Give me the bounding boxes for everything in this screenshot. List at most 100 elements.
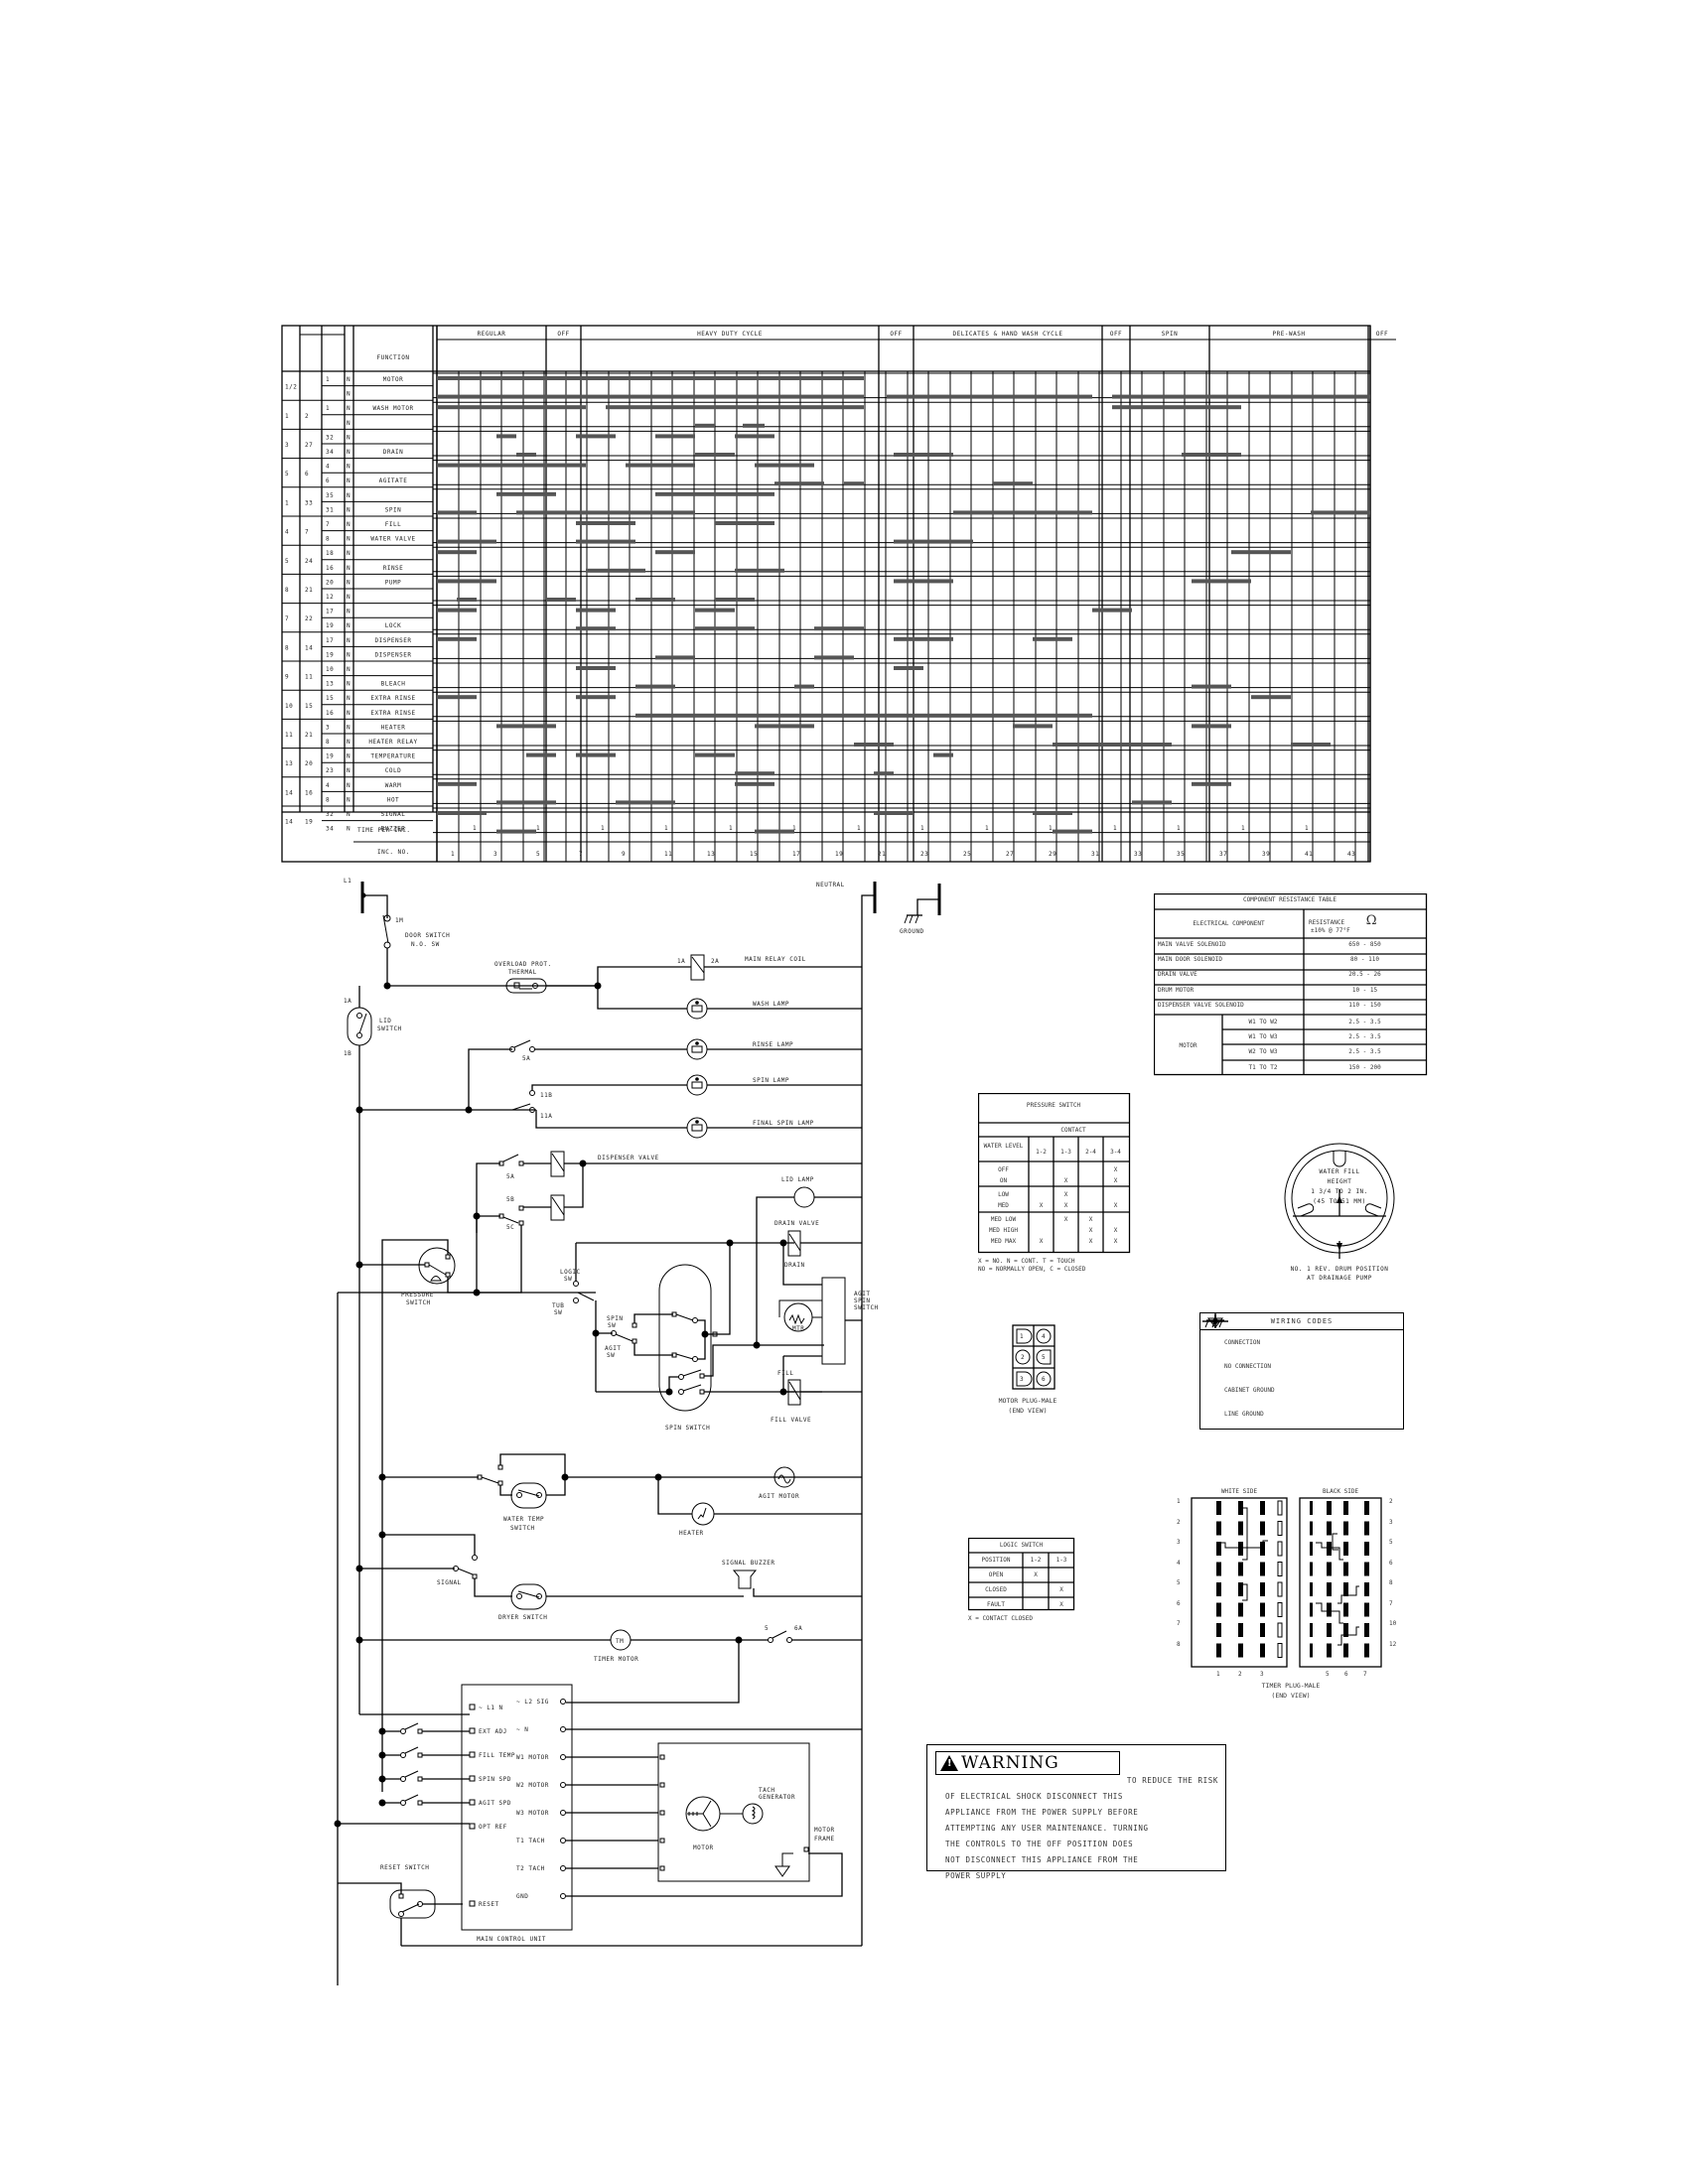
contact-closed-bar xyxy=(755,724,814,729)
switch-number: 5 xyxy=(285,558,289,565)
contact-closed-bar xyxy=(655,550,695,555)
row-function: HOT xyxy=(387,796,399,803)
timer-plug-row-right: 12 xyxy=(1389,1640,1397,1648)
warning-title: WARNING xyxy=(935,1751,1120,1775)
timer-plug-row-right: 3 xyxy=(1389,1518,1393,1526)
timer-plug-row-left: 2 xyxy=(1177,1518,1181,1526)
svg-text:AGIT: AGIT xyxy=(605,1345,621,1352)
terminal-number: 7 xyxy=(305,529,309,536)
contact-closed-bar xyxy=(933,752,953,757)
svg-text:RESET SWITCH: RESET SWITCH xyxy=(380,1864,429,1871)
svg-text:N: N xyxy=(347,391,351,398)
contact-closed-bar xyxy=(774,481,824,486)
row-function: DRAIN xyxy=(383,449,404,456)
contact-closed-bar xyxy=(576,539,635,544)
svg-text:N: N xyxy=(347,420,351,427)
motor-winding-name: W2 TO W3 xyxy=(1248,1048,1278,1056)
svg-text:N: N xyxy=(347,710,351,717)
pressure-row-name: MED LOW xyxy=(990,1216,1017,1223)
pressure-cell: X xyxy=(1063,1177,1068,1184)
row-function: WARM xyxy=(385,782,401,789)
switch-number: 8 xyxy=(285,644,289,651)
svg-text:GND: GND xyxy=(516,1893,528,1900)
inc-number: 29 xyxy=(1049,851,1056,858)
contact-closed-bar xyxy=(1231,550,1291,555)
switch-number: 11 xyxy=(285,732,293,739)
terminal-number: 33 xyxy=(305,499,313,506)
warning-lead: TO REDUCE THE RISK xyxy=(1126,1776,1218,1785)
inc-number: 27 xyxy=(1006,851,1014,858)
contact-closed-bar xyxy=(576,752,616,757)
svg-text:WATER FILL: WATER FILL xyxy=(1319,1168,1359,1175)
svg-text:1A: 1A xyxy=(344,998,352,1005)
contact-closed-bar xyxy=(1192,724,1231,729)
switch-number: 7 xyxy=(285,615,289,622)
svg-text:DRAIN: DRAIN xyxy=(784,1262,805,1269)
timer-plug-row-right: 8 xyxy=(1389,1579,1393,1586)
svg-text:N: N xyxy=(347,826,351,833)
contact-pin: 31 xyxy=(326,506,334,513)
switch-number: 1 xyxy=(285,499,289,506)
contact-closed-bar xyxy=(695,626,755,631)
terminal-number: 15 xyxy=(305,703,313,710)
inc-number: 9 xyxy=(622,851,626,858)
inc-number: 43 xyxy=(1347,851,1355,858)
pressure-row-name: ON xyxy=(999,1177,1008,1184)
svg-text:L1: L1 xyxy=(344,878,352,885)
dispenser-relays: DISPENSER VALVE 5A 5B 5C xyxy=(338,1151,862,1294)
pressure-cell: X xyxy=(1088,1238,1093,1245)
contact-closed-bar xyxy=(735,771,774,776)
component-resistance-table: COMPONENT RESISTANCE TABLE ELECTRICAL CO… xyxy=(1153,892,1428,1082)
contact-closed-bar xyxy=(1132,800,1172,805)
timer-plug-caption: TIMER PLUG-MALE (END VIEW) xyxy=(1196,1681,1385,1701)
contact-pin: 4 xyxy=(326,782,330,789)
svg-text:1: 1 xyxy=(985,825,989,832)
contact-closed-bar xyxy=(626,463,695,468)
svg-text:5: 5 xyxy=(765,1625,769,1632)
ohm-icon: Ω xyxy=(1365,913,1377,928)
pressure-cell: X xyxy=(1039,1202,1044,1209)
row-function: DISPENSER xyxy=(374,637,411,644)
pressure-table-subtitle: CONTACT xyxy=(1060,1127,1086,1134)
row-function: BLEACH xyxy=(381,681,406,688)
svg-text:MTR: MTR xyxy=(792,1325,804,1332)
resistance-table-title: COMPONENT RESISTANCE TABLE xyxy=(1243,896,1336,903)
pressure-cell: X xyxy=(1113,1238,1118,1245)
svg-text:1: 1 xyxy=(1113,825,1117,832)
timer-plug-row-left: 1 xyxy=(1177,1498,1181,1505)
svg-text:DRYER SWITCH: DRYER SWITCH xyxy=(498,1614,547,1621)
svg-text:11A: 11A xyxy=(540,1113,552,1120)
contact-closed-bar xyxy=(814,655,854,660)
svg-text:N: N xyxy=(347,796,351,803)
contact-pin: 1 xyxy=(326,405,330,412)
inc-number: 5 xyxy=(536,851,540,858)
terminal-number: 20 xyxy=(305,760,313,767)
pressure-col-header: 2-4 xyxy=(1085,1149,1096,1156)
svg-text:N: N xyxy=(347,464,351,471)
timer-motor-row: TM TIMER MOTOR 5 6A xyxy=(355,1625,862,1704)
switch-number: 10 xyxy=(285,703,293,710)
row-function: RINSE xyxy=(383,565,404,572)
svg-text:TACH: TACH xyxy=(759,1787,774,1794)
inc-number: 41 xyxy=(1305,851,1313,858)
row-function: SIGNAL xyxy=(381,811,406,818)
switch-row-name: OPEN xyxy=(988,1571,1004,1578)
svg-text:MAIN RELAY COIL: MAIN RELAY COIL xyxy=(745,956,806,963)
contact-closed-bar xyxy=(496,491,556,496)
inc-number: 23 xyxy=(920,851,928,858)
contact-pin: 17 xyxy=(326,609,334,615)
wiring-code-label: NO CONNECTION xyxy=(1224,1362,1271,1370)
timer-plug-col-left: 2 xyxy=(1238,1671,1242,1678)
resistance-row-name: MAIN VALVE SOLENOID xyxy=(1158,941,1226,948)
svg-text:MOTOR: MOTOR xyxy=(814,1827,835,1834)
terminal-number: 19 xyxy=(305,819,313,826)
timer-plug-row-left: 6 xyxy=(1177,1599,1181,1607)
switch-number: 5 xyxy=(285,471,289,478)
contact-pin: 1 xyxy=(326,376,330,383)
resistance-col1-header: ELECTRICAL COMPONENT xyxy=(1193,920,1265,927)
drive-motor-box: MOTOR TACH GENERATOR MOTOR FRAME xyxy=(657,1742,835,1882)
svg-text:~ N: ~ N xyxy=(516,1726,528,1733)
wiring-code-label: CABINET GROUND xyxy=(1224,1386,1275,1394)
